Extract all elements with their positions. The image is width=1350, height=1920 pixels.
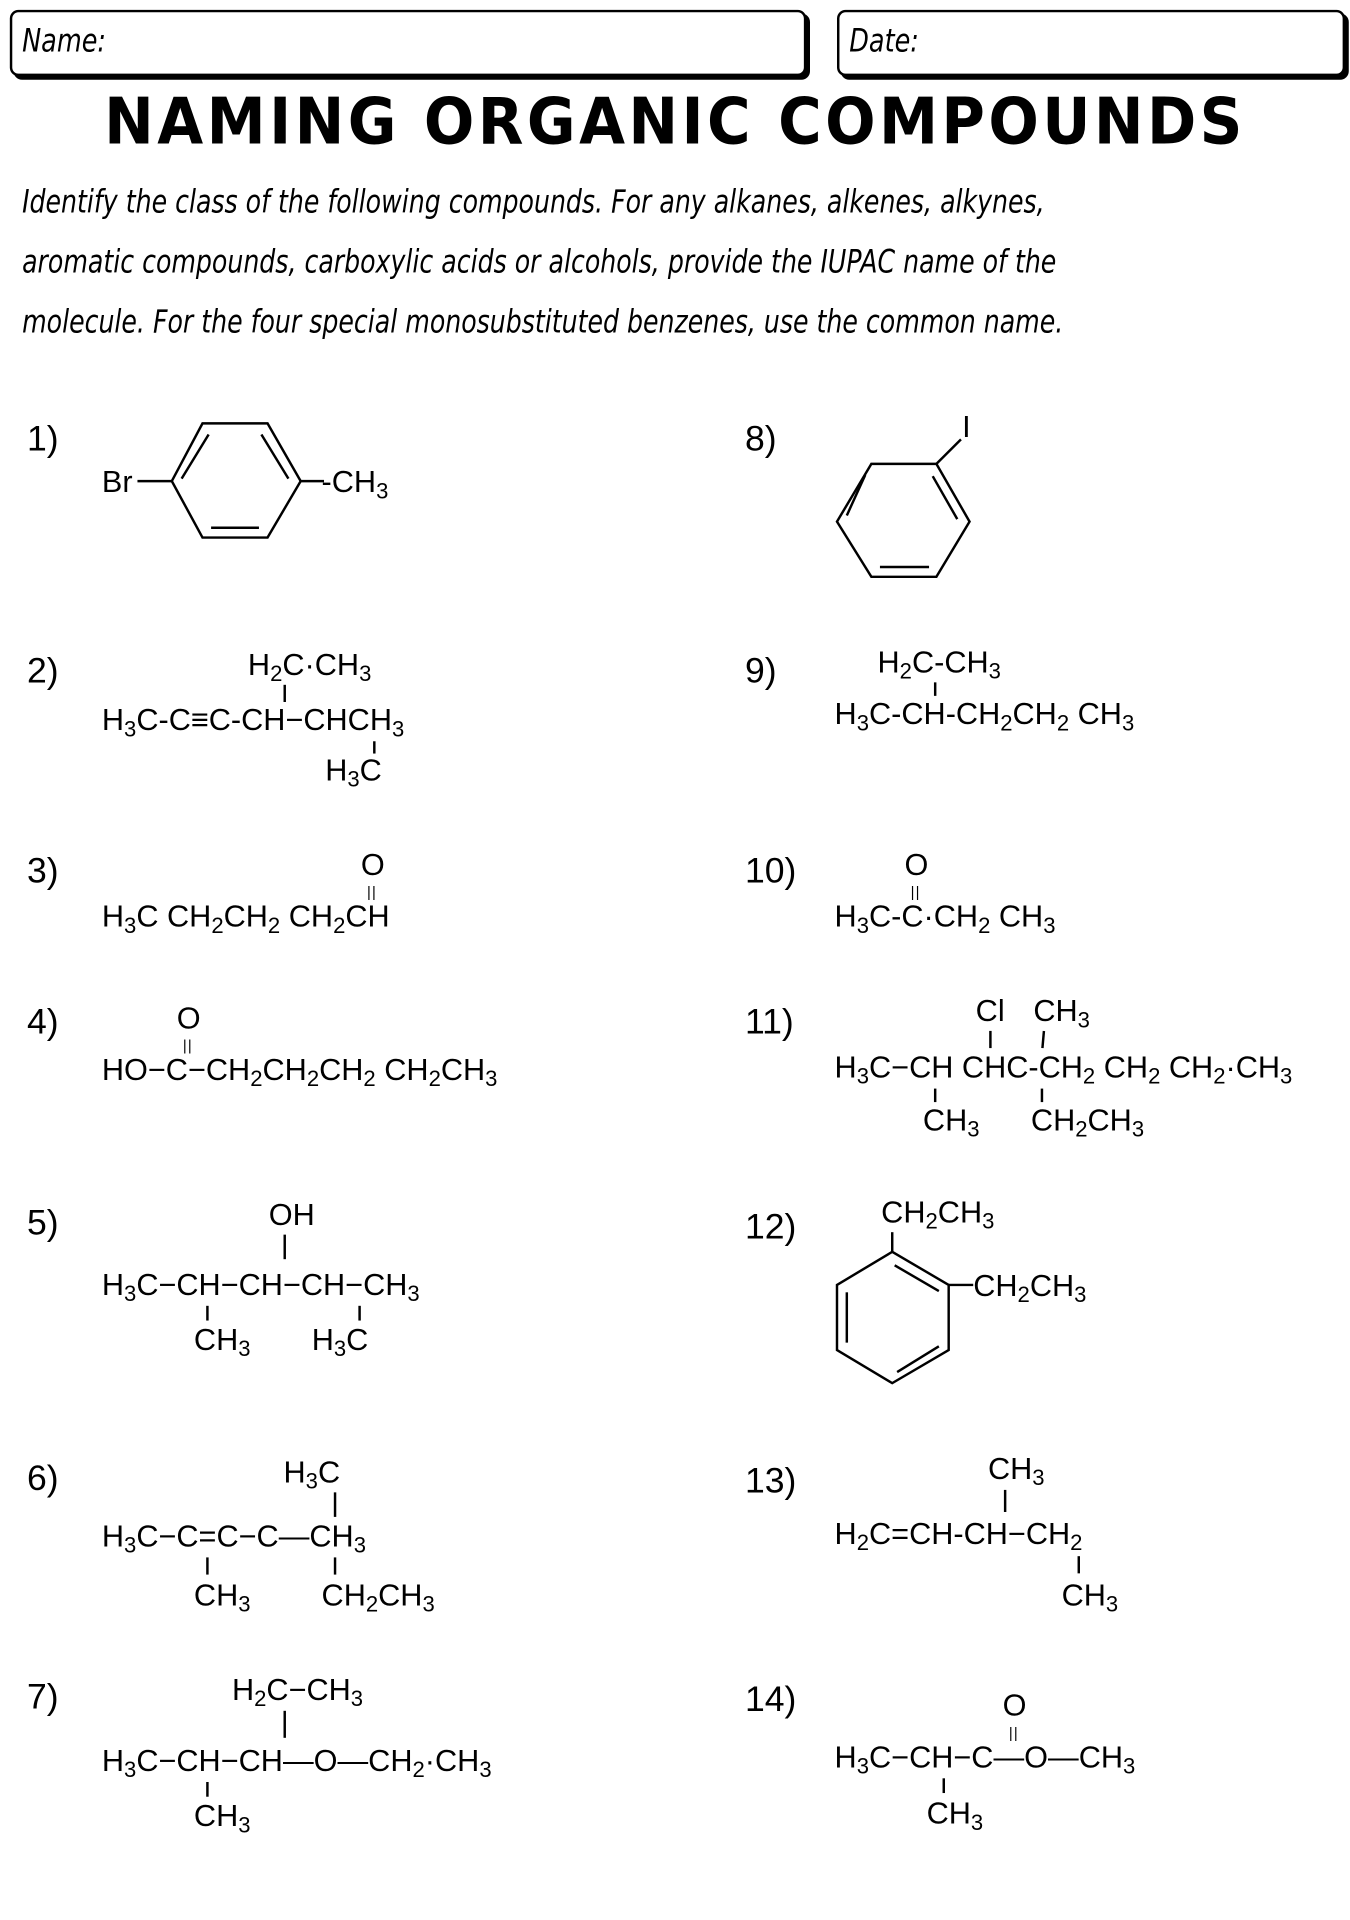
name-label: Name: (22, 23, 107, 61)
problem-number: 2) (26, 651, 59, 691)
single-bond (333, 1557, 336, 1575)
carbonyl-oxygen: O (360, 848, 385, 883)
formula-branch-top: CH3 (987, 1451, 1045, 1490)
single-bond (283, 1234, 286, 1260)
date-label: Date: (849, 23, 919, 61)
single-bond (358, 1305, 361, 1321)
name-field[interactable]: Name: (9, 9, 807, 77)
formula-branch-bottom: H3C (325, 753, 382, 792)
problem-number: 9) (744, 651, 777, 691)
benzene-ring-1 (137, 422, 324, 539)
instruction-line-2: aromatic compounds, carboxylic acids or … (22, 244, 1057, 282)
carbonyl-oxygen: O (1002, 1688, 1027, 1724)
formula-branch-bottom: CH2CH3 (321, 1578, 435, 1617)
single-bond (283, 1710, 286, 1738)
double-bond: || (182, 1037, 193, 1055)
single-bond (1040, 1088, 1043, 1103)
single-bond (333, 1492, 336, 1517)
substituent-ethyl: CH2CH3 (973, 1268, 1087, 1308)
single-bond (206, 1781, 209, 1797)
problem-number: 8) (744, 419, 777, 459)
benzene-ring-12 (835, 1232, 974, 1385)
formula-branch-bottom: CH3 (926, 1796, 984, 1835)
single-bond (1041, 1030, 1045, 1049)
formula-branch-top: H2C-CH3 (877, 645, 1001, 684)
formula-main-chain: H3C−CH−CH−CH−CH3 (101, 1267, 420, 1306)
problem-number: 5) (26, 1203, 59, 1244)
double-bond: || (1008, 1724, 1019, 1742)
hydroxyl-group: OH (268, 1197, 315, 1233)
formula-branch-bottom: CH3 (193, 1578, 251, 1617)
substituent-chloro: Cl (975, 994, 1005, 1029)
formula-branch-top: CH3 (1033, 994, 1090, 1033)
single-bond (206, 1305, 209, 1321)
single-bond (1003, 1489, 1006, 1512)
problem-number: 4) (26, 1002, 59, 1042)
formula-main-chain: H3C CH2CH2 CH2CH (101, 899, 390, 938)
problem-number: 13) (744, 1461, 797, 1501)
substituent-methyl: -CH3 (321, 465, 389, 504)
formula-branch-bottom: CH3 (922, 1103, 980, 1142)
formula-main-chain: HO−C−CH2CH2CH2 CH2CH3 (101, 1052, 498, 1092)
substituent-ethyl: CH2CH3 (881, 1195, 995, 1234)
formula-branch-bottom: CH3 (1061, 1578, 1119, 1617)
formula-main-chain: H3C-C≡C-CH−CHCH3 (101, 703, 405, 742)
problem-number: 14) (744, 1680, 797, 1720)
single-bond (942, 1778, 945, 1794)
formula-main-chain: H2C=CH-CH−CH2 (834, 1516, 1083, 1555)
formula-main-chain: H3C−C=C−C—CH3 (101, 1519, 366, 1558)
single-bond (206, 1557, 209, 1575)
problem-number: 10) (744, 851, 797, 891)
formula-main-chain: H3C−CH CHC-CH2 CH2 CH2·CH3 (834, 1050, 1293, 1089)
formula-branch-bottom: CH2CH3 (1030, 1103, 1145, 1142)
formula-main-chain: H3C−CH−C—O—CH3 (834, 1740, 1136, 1779)
problem-number: 12) (744, 1207, 797, 1247)
problem-number: 3) (26, 851, 59, 891)
instruction-line-1: Identify the class of the following comp… (22, 184, 1045, 221)
formula-main-chain: H3C−CH−CH—O—CH2·CH3 (101, 1743, 492, 1783)
formula-main-chain: H3C-C·CH2 CH3 (834, 899, 1056, 938)
substituent-iodo: I (962, 409, 971, 445)
date-field[interactable]: Date: (836, 9, 1346, 77)
page-title: NAMING ORGANIC COMPOUNDS (104, 85, 1246, 160)
single-bond (989, 1030, 992, 1049)
single-bond (933, 1088, 936, 1103)
problem-number: 11) (744, 1002, 794, 1042)
instruction-line-3: molecule. For the four special monosubst… (22, 304, 1064, 342)
problem-number: 1) (26, 419, 59, 459)
problem-number: 6) (26, 1459, 59, 1499)
double-bond: || (366, 883, 378, 901)
carbonyl-oxygen: O (904, 848, 929, 883)
formula-main-chain: H3C-CH-CH2CH2 CH3 (834, 697, 1135, 736)
single-bond (933, 682, 936, 696)
formula-branch-top: H3C (283, 1455, 341, 1494)
benzene-ring-8 (835, 438, 971, 579)
single-bond (283, 684, 286, 702)
formula-branch-bottom: CH3 (193, 1799, 251, 1838)
carbonyl-oxygen: O (176, 1001, 201, 1036)
formula-branch-bottom: CH3 (193, 1322, 251, 1362)
single-bond (1077, 1556, 1080, 1574)
single-bond (373, 741, 376, 754)
substituent-bromo: Br (101, 465, 133, 500)
formula-branch-top: H2C−CH3 (231, 1672, 364, 1711)
double-bond: || (910, 883, 921, 901)
problem-number: 7) (26, 1677, 59, 1717)
formula-branch-bottom: H3C (311, 1322, 369, 1362)
formula-branch-top: H2C·CH3 (247, 647, 372, 687)
